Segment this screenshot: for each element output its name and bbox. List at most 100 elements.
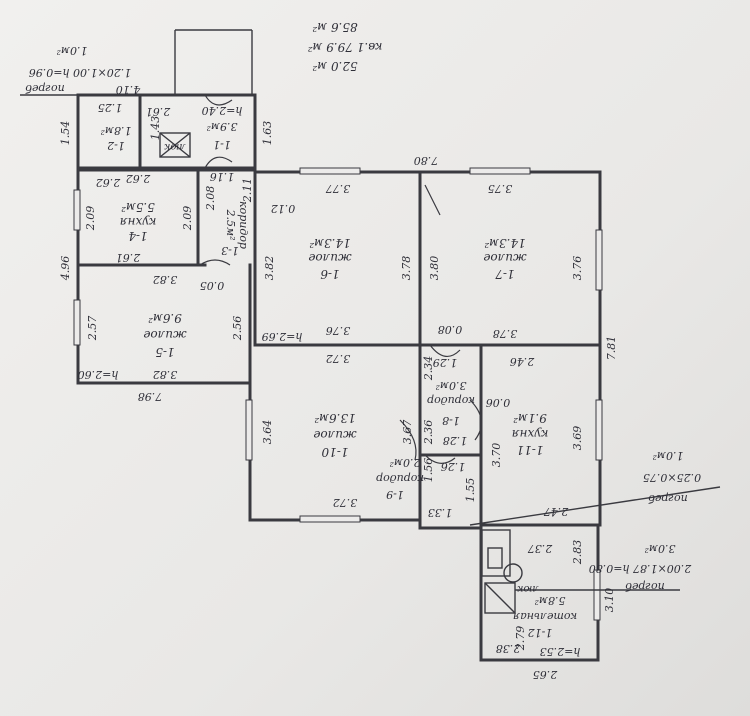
dim-1-25: 1.25 xyxy=(97,101,123,114)
door-1-9 xyxy=(424,454,456,464)
dim-0-08: 0.08 xyxy=(437,323,463,336)
room-1-5-area: 9.6м² xyxy=(148,311,182,325)
room-1-12-num: 1-12 xyxy=(527,626,553,639)
annex-outer-wall xyxy=(76,93,257,170)
dim-7-98: 7.98 xyxy=(137,390,163,403)
dim-1-26: 1.26 xyxy=(440,460,466,473)
room-1-4-name: кухня xyxy=(119,215,157,229)
dim-2-09a: 2.09 xyxy=(84,205,97,231)
room-1-11-num: 1-11 xyxy=(516,443,544,457)
dim-1-43: 1.43 xyxy=(149,115,162,141)
room-1-9-num: 1-9 xyxy=(386,488,404,501)
dim-0-12: 0.12 xyxy=(270,202,296,215)
dim-3-82b: 3.82 xyxy=(263,255,276,281)
dim-7-80: 7.80 xyxy=(413,154,439,167)
dim-1-16: 1.16 xyxy=(209,170,235,183)
boiler-symbol xyxy=(503,563,523,583)
dim-2-83: 2.83 xyxy=(571,539,584,565)
room-1-6-name: жилое xyxy=(308,251,352,265)
total-85-6: 85.6 м² xyxy=(312,20,358,34)
dim-3-82c: 3.82 xyxy=(152,368,178,381)
dim-3-69: 3.69 xyxy=(571,425,584,451)
cellar-bottom-dims: 2.00×1.87 h=0.80 xyxy=(588,562,692,575)
door-1-1 xyxy=(204,94,233,106)
dim-7-81: 7.81 xyxy=(605,335,618,361)
main-outer-wall xyxy=(76,166,602,527)
dim-1-55: 1.55 xyxy=(464,477,477,503)
dim-3-76a: 3.76 xyxy=(571,255,584,281)
room-1-2-num: 1-2 xyxy=(107,139,125,152)
room-1-4-area: 5.5м² xyxy=(121,200,155,214)
room-1-5-name: жилое xyxy=(143,328,187,342)
room-1-11-name: кухня xyxy=(511,427,549,441)
total-52-0: 52.0 м² xyxy=(312,59,358,73)
door-1-3 xyxy=(204,156,233,169)
dim-3-70: 3.70 xyxy=(490,442,503,468)
dim-3-77: 3.77 xyxy=(325,182,351,195)
dim-2-09b: 2.09 xyxy=(181,205,194,231)
room-1-7-num: 1-7 xyxy=(495,267,515,281)
dim-2-61b: 2.61 xyxy=(115,251,141,264)
dim-3-78a: 3.78 xyxy=(400,255,413,281)
window-left-1-4 xyxy=(73,189,81,231)
dim-2-62a: 2.62 xyxy=(125,172,151,185)
dim-1-29: 1.29 xyxy=(432,356,458,369)
window-top-1-7 xyxy=(469,167,531,175)
dim-2-65: 2.65 xyxy=(532,668,558,681)
dim-2-38: 2.38 xyxy=(495,642,521,655)
door-1-11 xyxy=(469,399,482,441)
room-1-3-num: 1-3 xyxy=(221,244,239,257)
cellar-top-area: 1.0м² xyxy=(56,44,88,57)
dim-0-06: 0.06 xyxy=(485,396,511,409)
cellar-right-title: погреб xyxy=(648,492,688,505)
dim-1-54: 1.54 xyxy=(59,120,72,146)
room-1-8-num: 1-8 xyxy=(442,414,460,427)
dim-2-08: 2.08 xyxy=(204,185,217,211)
dim-1-33: 1.33 xyxy=(427,506,453,519)
cellar-bottom-title: погреб xyxy=(625,580,665,593)
window-right-1-12 xyxy=(593,569,601,621)
room-1-3-name: коридор xyxy=(237,201,250,249)
hatch2-label: люк xyxy=(517,583,539,594)
cellar-top-title: погреб xyxy=(25,82,65,95)
hatch-box xyxy=(159,132,191,158)
room-1-8-name: коридор xyxy=(427,394,475,407)
dim-3-75: 3.75 xyxy=(487,182,513,195)
cellar-right-area: 1.0м² xyxy=(652,449,684,462)
dim-4-96: 4.96 xyxy=(59,255,72,281)
dim-2-36: 2.36 xyxy=(422,419,435,445)
room-1-6-num: 1-6 xyxy=(320,267,340,281)
door-1-10 xyxy=(399,419,417,461)
room-1-12-area: 5.8м² xyxy=(534,594,566,607)
room-1-9-area: 2.0м² xyxy=(389,456,421,469)
door-1-8 xyxy=(429,344,461,357)
dim-1-56: 1.56 xyxy=(422,457,435,483)
room-1-12-name: котельная xyxy=(512,610,578,623)
dim-4-10: 4.10 xyxy=(115,83,141,96)
room-1-6-area: 14.3м² xyxy=(309,236,351,250)
room-1-11-area: 9.1м² xyxy=(513,411,547,425)
room-1-12-height: h=2.53 xyxy=(539,645,581,658)
dim-2-57: 2.57 xyxy=(86,315,99,341)
room-1-2-area: 1.8м² xyxy=(100,124,132,137)
left-wing-wall xyxy=(76,166,252,385)
cellar-right-dims: 0.25×0.75 xyxy=(642,471,702,484)
room-1-5-num: 1-5 xyxy=(155,345,175,359)
door-1-6 xyxy=(424,184,441,216)
dim-1-63: 1.63 xyxy=(261,120,274,146)
room-1-8-area: 3.0м² xyxy=(435,379,467,392)
dim-2-37: 2.37 xyxy=(527,542,553,555)
dim-3-72a: 3.72 xyxy=(325,352,351,365)
room-1-1-height: h=2.40 xyxy=(201,104,243,117)
dim-2-11: 2.11 xyxy=(241,177,254,203)
dim-2-56: 2.56 xyxy=(231,315,244,341)
cellar-bottom-box xyxy=(484,582,516,614)
dim-3-67: 3.67 xyxy=(401,419,414,445)
room-1-7-area: 14.3м² xyxy=(484,236,526,250)
dim-3-76b: 3.76 xyxy=(325,324,351,337)
dim-0-05: 0.05 xyxy=(199,279,225,292)
room-1-1-area: 3.9м² xyxy=(206,120,238,133)
door-1-4 xyxy=(199,259,231,266)
stove-inner xyxy=(487,547,503,569)
